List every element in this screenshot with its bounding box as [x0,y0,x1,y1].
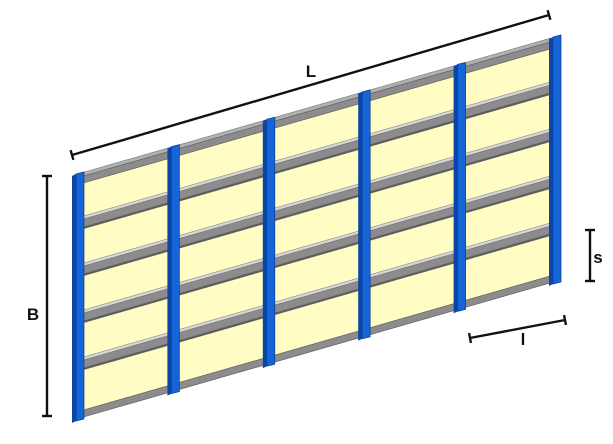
frame-spacing-dimension-line-tick [467,332,473,344]
dimension-annotations [42,9,595,418]
frame-spacing-label: l [521,330,526,349]
longitudinal-stiffeners [79,39,558,419]
frame-spacing-dimension-line [469,318,566,340]
frame-flange [167,146,172,396]
frame-spacing-dimension-line-tick [562,314,568,326]
stiffener-shadow [80,138,557,277]
breadth-label: B [27,305,39,324]
frame-web [552,34,562,285]
stiffener-shadow [80,185,557,324]
stiffener-spacing-label: s [593,248,602,267]
length-dimension-line [71,13,550,157]
frame-flange [72,174,76,423]
frame-web [457,61,466,312]
frame-flange [262,119,267,369]
frame-web [266,116,276,367]
frame-web [75,171,85,422]
length-dimension-line-tick [546,9,552,21]
frame-flange [549,37,553,286]
length-label: L [306,62,316,81]
frame-web [361,89,371,340]
stiffener-shadow [80,232,557,371]
length-dimension-line-tick [69,149,75,161]
frame-flange [358,91,363,341]
panel-plate [73,37,558,416]
stiffener-shadow [80,91,557,230]
transverse-frames [72,34,562,423]
frame-web [171,144,180,395]
frame-flange [453,64,458,314]
